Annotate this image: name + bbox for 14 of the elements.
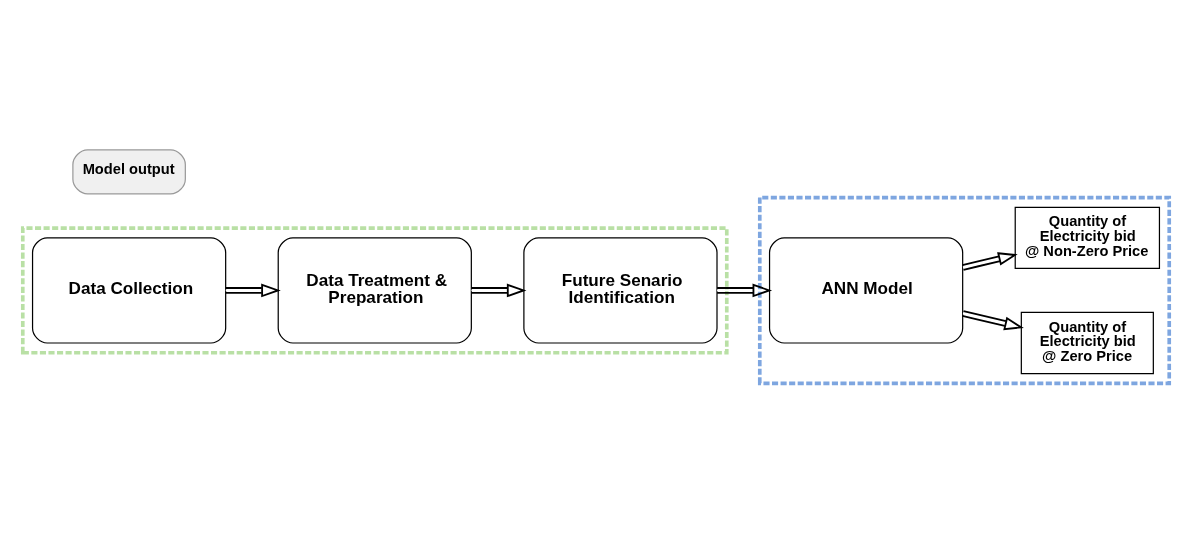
node-box: Data Collection (31, 236, 227, 344)
node-box: Data Treatment & Preparation (277, 236, 472, 344)
arrow (961, 309, 1024, 330)
arrow (716, 283, 773, 297)
node-box: Quantity of Electricity bid @ Zero Price (1020, 311, 1154, 374)
node-box: ANN Model (768, 236, 964, 344)
node-box: Future Senario Identification (523, 236, 718, 344)
node-box: Model output (72, 148, 186, 194)
arrow (961, 251, 1018, 271)
arrow (224, 283, 281, 297)
cluster (757, 195, 1172, 385)
arrow (470, 283, 527, 297)
cluster (20, 225, 729, 355)
node-box: Quantity of Electricity bid @ Non-Zero Price (1014, 206, 1161, 269)
